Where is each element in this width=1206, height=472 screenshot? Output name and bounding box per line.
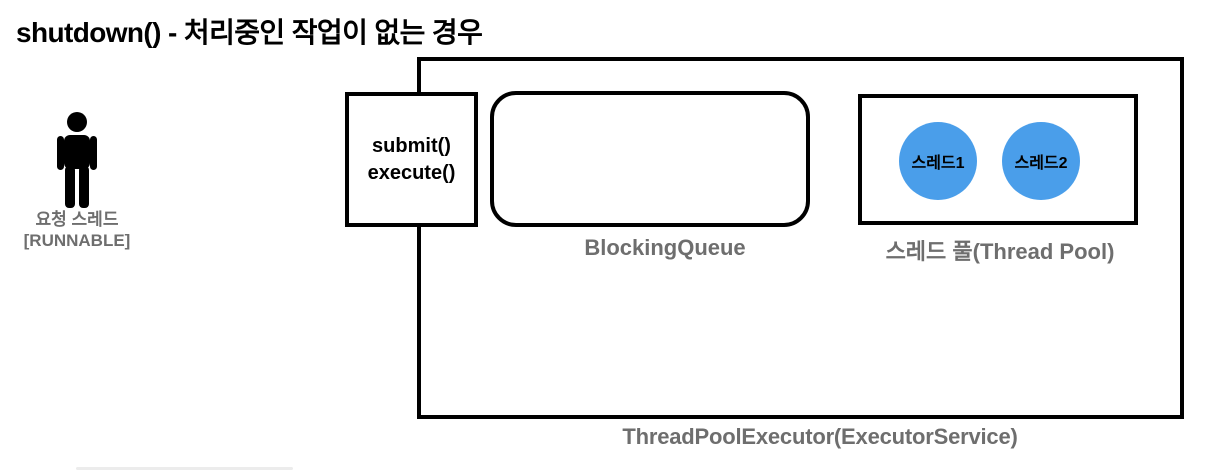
submit-method-label: submit() [372,134,451,157]
execute-method-label: execute() [367,161,456,184]
person-icon [57,112,97,208]
submit-execute-box: submit() execute() [345,92,478,227]
thread-1-circle: 스레드1 [899,122,977,200]
cropped-element-edge [76,467,293,470]
requester-thread-state: [RUNNABLE] [23,231,131,250]
thread-2-circle: 스레드2 [1002,122,1080,200]
requester-thread-label: 요청 스레드 [35,210,119,229]
thread-pool-label: 스레드 풀(Thread Pool) [885,239,1115,264]
executor-service-box [417,57,1184,419]
executor-service-label: ThreadPoolExecutor(ExecutorService) [622,424,1018,449]
blocking-queue-box [490,91,810,227]
blocking-queue-label: BlockingQueue [584,235,746,260]
thread-2-label: 스레드2 [1014,155,1068,172]
page-title: shutdown() - 처리중인 작업이 없는 경우 [16,17,483,48]
thread-1-label: 스레드1 [911,155,965,172]
